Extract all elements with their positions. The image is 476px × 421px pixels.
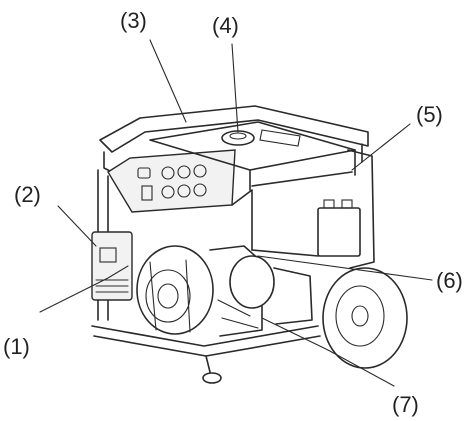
leader-6	[257, 255, 433, 281]
callout-1: (1)	[3, 334, 30, 359]
generator-illustration	[91, 105, 408, 384]
callout-7: (7)	[392, 392, 419, 417]
callout-5: (5)	[416, 102, 443, 127]
callouts: (1) (2) (3) (4) (5) (6) (7)	[3, 8, 463, 417]
callout-2: (2)	[14, 182, 41, 207]
leader-lines	[39, 39, 433, 387]
leader-5	[351, 123, 411, 171]
leader-2	[57, 205, 97, 247]
callout-3: (3)	[120, 8, 147, 33]
leader-3	[149, 39, 187, 123]
leader-7	[261, 317, 395, 387]
callout-4: (4)	[212, 13, 239, 38]
leader-4	[231, 43, 239, 133]
callout-6: (6)	[436, 268, 463, 293]
leader-1	[39, 265, 129, 313]
